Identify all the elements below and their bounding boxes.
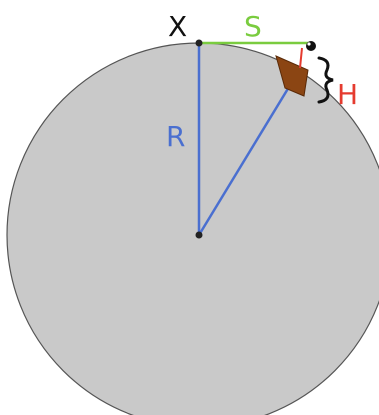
observer-eye-highlight: [307, 42, 311, 46]
radius-line-to-boat: [197, 81, 294, 236]
observer-eye: [306, 41, 316, 51]
boat-mast: [299, 47, 303, 69]
label-r: R: [166, 120, 185, 153]
boat: [275, 41, 316, 97]
height-brace: [317, 56, 334, 104]
label-s: S: [244, 10, 262, 43]
earth-circle: [6, 42, 379, 415]
point-x: [195, 39, 203, 47]
boat-hull: [275, 55, 309, 97]
label-x: X: [168, 10, 187, 43]
center-point: [195, 231, 203, 239]
label-h: H: [337, 78, 358, 111]
